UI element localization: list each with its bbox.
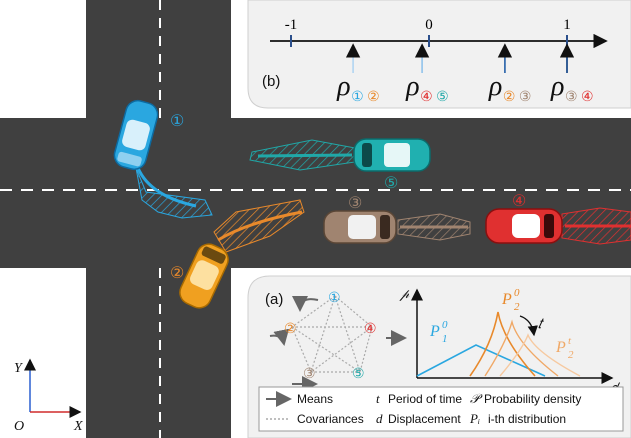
vehicle-1-id: ①: [170, 113, 184, 130]
legend-t-text: Period of time: [388, 392, 462, 406]
time-label: 𝑡: [538, 317, 545, 332]
graph-node-4: ④: [364, 320, 377, 336]
x-axis-label: X: [73, 419, 83, 434]
legend-pi-symbol: Pᵢ: [469, 411, 480, 426]
rho-subscript-a: ③: [565, 90, 578, 105]
legend-t-symbol: t: [376, 391, 380, 406]
vehicle-2-id: ②: [170, 265, 184, 282]
panel-a-label: (a): [265, 291, 283, 308]
svg-text:2: 2: [514, 301, 520, 313]
graph-node-3: ③: [303, 365, 316, 381]
rho-subscript-b: ⑤: [436, 90, 449, 105]
rho-subscript-a: ④: [420, 90, 433, 105]
probability-plot: 𝓅 𝑑 𝑡 P 1 0 P 2 0 P 2 t: [399, 286, 621, 395]
rho-subscript-b: ②: [367, 90, 380, 105]
legend-pi-text: i-th distribution: [488, 412, 566, 426]
vehicle-3: [323, 210, 397, 244]
svg-text:2: 2: [568, 349, 574, 361]
panel-b-label: (b): [262, 73, 280, 90]
legend-d-symbol: d: [376, 411, 383, 426]
prediction-trails: [135, 139, 631, 253]
vehicle-5-id: ⑤: [384, 175, 398, 192]
svg-text:P: P: [555, 339, 566, 356]
svg-text:0: 0: [514, 287, 520, 299]
legend-means: Means: [297, 392, 333, 406]
vehicle-2: [179, 243, 229, 309]
distribution-p1-curve: [416, 344, 546, 377]
rho-subscript-b: ③: [519, 90, 532, 105]
graph-node-1: ①: [328, 289, 341, 305]
coordinate-axes: Y X O: [14, 358, 83, 434]
vehicle-5: [353, 138, 431, 172]
distribution-p2-0-curve: [469, 311, 536, 377]
svg-text:1: 1: [442, 333, 448, 345]
origin-label: O: [14, 419, 24, 434]
legend-d-text: Displacement: [388, 412, 461, 426]
vehicle-4-id: ④: [512, 193, 526, 210]
label-p2-t: P 2 t: [555, 335, 574, 361]
legend: Means Covariances t Period of time d Dis…: [258, 386, 624, 432]
rho-subscript-b: ④: [581, 90, 594, 105]
distribution-p2-mid-curve: [484, 319, 559, 377]
graph-node-5: ⑤: [352, 365, 365, 381]
svg-text:t: t: [568, 335, 572, 347]
vehicle-graph: ① ② ③ ④ ⑤: [269, 289, 407, 392]
axis-tick-label: 0: [425, 17, 433, 33]
label-p2-0: P 2 0: [501, 287, 520, 313]
panel-a: (a) ① ② ③ ④ ⑤: [247, 275, 631, 438]
graph-node-2: ②: [284, 320, 297, 336]
svg-text:0: 0: [442, 319, 448, 331]
vehicle-4: [485, 208, 563, 244]
plot-y-axis-label: 𝓅: [399, 286, 410, 301]
axis-tick-label: 1: [563, 17, 571, 33]
legend-p-text: Probability density: [484, 392, 581, 406]
label-p1-0: P 1 0: [429, 319, 448, 345]
rho-symbol: ρ: [488, 71, 502, 102]
legend-covariances: Covariances: [297, 412, 364, 426]
rho-subscript-a: ①: [351, 90, 364, 105]
svg-text:P: P: [501, 291, 512, 308]
rho-symbol: ρ: [405, 71, 419, 102]
vehicle-1: [113, 99, 159, 171]
rho-symbol: ρ: [550, 71, 564, 102]
rho-symbol: ρ: [336, 71, 350, 102]
axis-tick-label: -1: [285, 17, 298, 33]
y-axis-label: Y: [14, 361, 24, 376]
svg-text:P: P: [429, 323, 440, 340]
rho-subscript-a: ②: [503, 90, 516, 105]
vehicle-3-id: ③: [348, 195, 362, 212]
